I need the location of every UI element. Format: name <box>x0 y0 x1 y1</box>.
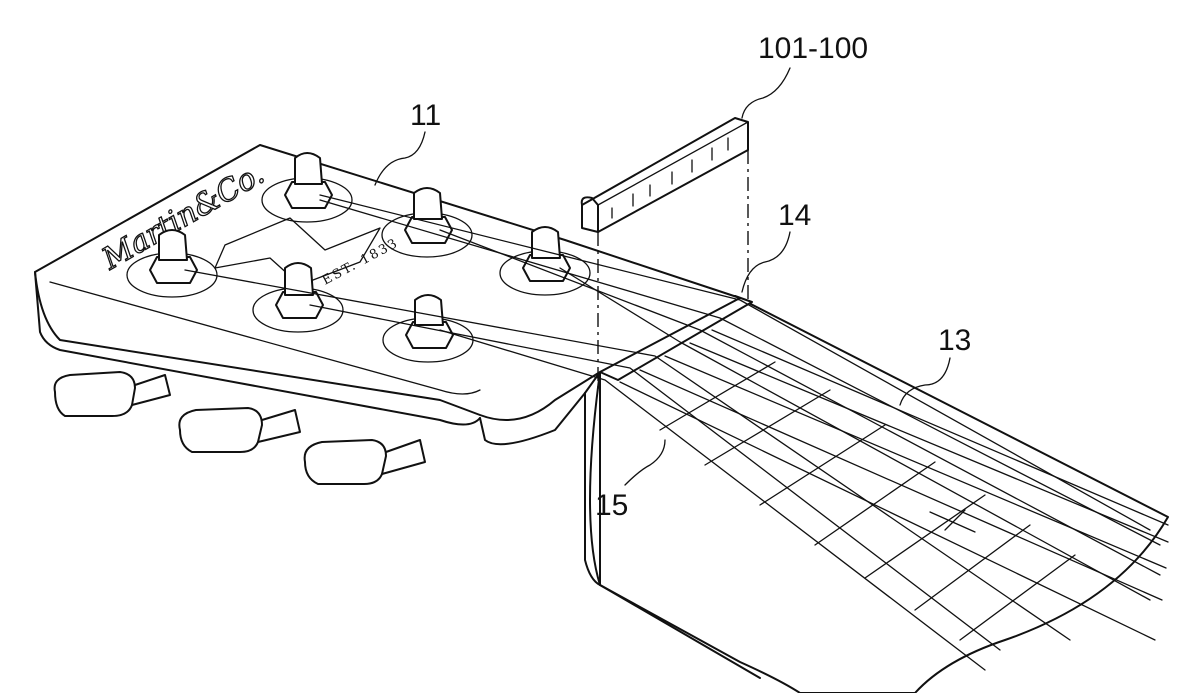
nut-gauge <box>582 118 748 232</box>
label-14: 14 <box>778 199 811 232</box>
label-101-100: 101-100 <box>758 32 868 65</box>
leader-11 <box>375 132 425 185</box>
label-15: 15 <box>595 489 628 522</box>
leader-101-100 <box>742 68 790 118</box>
label-11: 11 <box>410 99 441 132</box>
label-13: 13 <box>938 324 971 357</box>
neck <box>585 296 1168 693</box>
leader-14 <box>742 232 790 292</box>
